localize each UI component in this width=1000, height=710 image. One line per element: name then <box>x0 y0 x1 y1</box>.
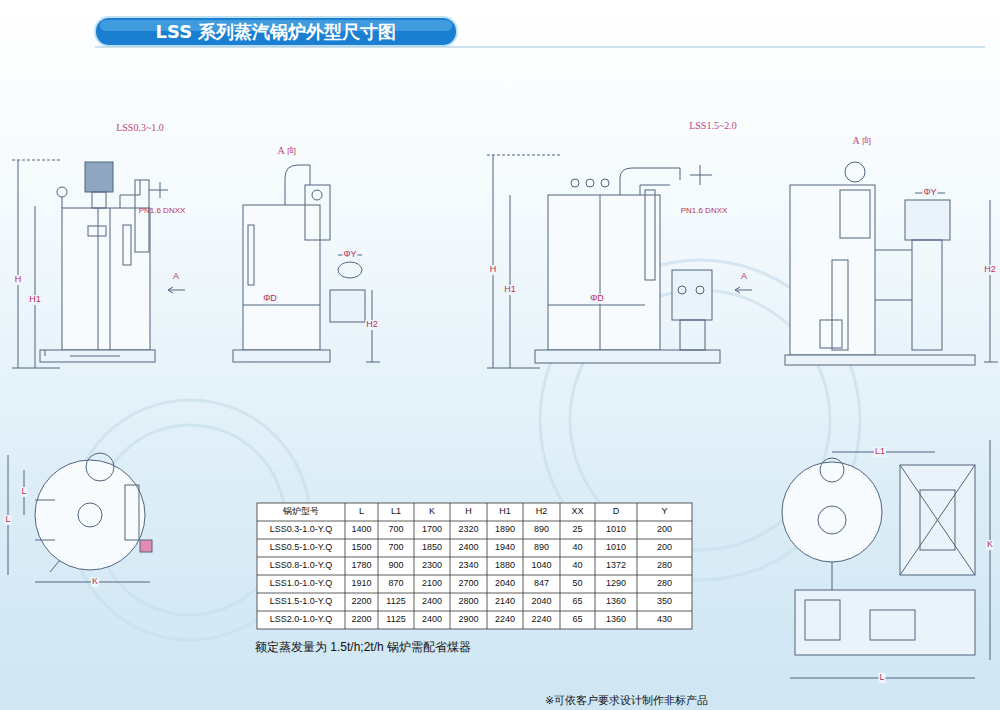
dim-letter: ΦD <box>589 294 605 304</box>
table-cell: 2100 <box>422 579 442 589</box>
table-header: D <box>613 507 620 517</box>
dim-letter: H2 <box>365 320 379 330</box>
dim-letter: H <box>489 265 498 275</box>
table-cell: 430 <box>657 615 672 625</box>
table-cell: 1780 <box>351 561 371 571</box>
table-cell: 1125 <box>386 615 405 625</box>
view-arrow: A <box>172 272 180 282</box>
table-cell: 1940 <box>495 543 515 553</box>
table-cell: 350 <box>657 597 672 607</box>
table-cell: 847 <box>534 579 549 589</box>
table-cell: 1910 <box>351 579 371 589</box>
dim-letter: L <box>878 673 885 683</box>
table-cell: 2340 <box>458 561 478 571</box>
table-cell: 900 <box>388 561 403 571</box>
dim-letter: ΦD <box>262 294 278 304</box>
table-cell: 1010 <box>606 525 626 535</box>
title-text: LSS 系列蒸汽锅炉外型尺寸图 <box>156 22 397 42</box>
table-cell: 280 <box>657 579 672 589</box>
table-header: Y <box>661 507 667 517</box>
table-cell: 2300 <box>422 561 442 571</box>
table-cell: 2140 <box>495 597 515 607</box>
table-cell: 2800 <box>458 597 478 607</box>
table-cell: 50 <box>572 579 582 589</box>
table-cell: 65 <box>572 597 582 607</box>
table-cell: LSS1.5-1.0-Y.Q <box>270 597 332 607</box>
table-cell: 1400 <box>351 525 371 535</box>
model-label: LSS0.3~1.0 <box>116 122 164 133</box>
table-cell: LSS0.5-1.0-Y.Q <box>270 543 332 553</box>
dim-letter: ΦY <box>922 188 937 198</box>
note-text: 额定蒸发量为 1.5t/h;2t/h 锅炉需配省煤器 <box>255 641 471 654</box>
table-cell: 890 <box>534 543 549 553</box>
table-cell: 1700 <box>422 525 442 535</box>
table-cell: 1372 <box>606 561 626 571</box>
dim-letter: L1 <box>874 447 886 457</box>
table-cell: 2240 <box>495 615 515 625</box>
table-cell: 1290 <box>606 579 626 589</box>
table-header: H1 <box>499 507 511 517</box>
table-cell: 1890 <box>495 525 515 535</box>
dim-letter: L <box>4 515 11 525</box>
table-header: 锅炉型号 <box>283 507 319 517</box>
view-arrow: A <box>740 272 748 282</box>
table-cell: 2040 <box>495 579 515 589</box>
table-cell: 25 <box>572 525 582 535</box>
table-cell: 1010 <box>606 543 626 553</box>
pipe-spec: PN1.6 DNXX <box>681 207 728 216</box>
table-cell: 1125 <box>386 597 405 607</box>
dim-letter: L <box>20 487 27 497</box>
table-cell: LSS0.3-1.0-Y.Q <box>270 525 332 535</box>
table-cell: 40 <box>572 543 582 553</box>
table-cell: 2040 <box>531 597 551 607</box>
table-cell: 2240 <box>531 615 551 625</box>
table-cell: 2400 <box>422 615 442 625</box>
table-cell: 1500 <box>351 543 371 553</box>
table-cell: 2200 <box>351 615 371 625</box>
dim-letter: H2 <box>983 265 997 275</box>
table-cell: 2900 <box>458 615 478 625</box>
table-cell: 1040 <box>531 561 551 571</box>
table-cell: 890 <box>534 525 549 535</box>
dim-letter: H1 <box>28 295 42 305</box>
table-cell: LSS1.0-1.0-Y.Q <box>270 579 332 589</box>
table-cell: 1880 <box>495 561 515 571</box>
table-cell: 700 <box>388 525 403 535</box>
table-cell: LSS2.0-1.0-Y.Q <box>270 615 332 625</box>
dim-letter: ΦY <box>342 250 357 260</box>
table-header: K <box>429 507 435 517</box>
table-cell: 870 <box>388 579 403 589</box>
dim-letter: H <box>14 275 23 285</box>
table-cell: 700 <box>388 543 403 553</box>
table-cell: 2200 <box>351 597 371 607</box>
table-header: H <box>465 507 472 517</box>
dim-letter: H1 <box>503 285 517 295</box>
table-cell: 2400 <box>422 597 442 607</box>
table-cell: 200 <box>657 525 672 535</box>
model-label: LSS1.5~2.0 <box>689 120 737 131</box>
table-cell: 1360 <box>606 615 626 625</box>
table-cell: 200 <box>657 543 672 553</box>
table-header: L <box>359 507 364 517</box>
table-cell: 2700 <box>458 579 478 589</box>
table-cell: 2320 <box>458 525 478 535</box>
pipe-spec: PN1.6 DNXX <box>139 207 186 216</box>
footnote: ※可依客户要求设计制作非标产品 <box>545 694 708 706</box>
table-cell: 1850 <box>422 543 442 553</box>
table-header: XX <box>571 507 583 517</box>
table-cell: 40 <box>572 561 582 571</box>
view-label: A 向 <box>852 135 871 146</box>
table-cell: 2400 <box>458 543 478 553</box>
table-cell: LSS0.8-1.0-Y.Q <box>270 561 332 571</box>
dim-letter: K <box>986 540 994 550</box>
view-label: A 向 <box>277 145 296 156</box>
table-cell: 280 <box>657 561 672 571</box>
table-header: L1 <box>391 507 401 517</box>
dim-letter: K <box>91 577 99 587</box>
table-cell: 65 <box>572 615 582 625</box>
table-header: H2 <box>536 507 548 517</box>
table-cell: 1360 <box>606 597 626 607</box>
